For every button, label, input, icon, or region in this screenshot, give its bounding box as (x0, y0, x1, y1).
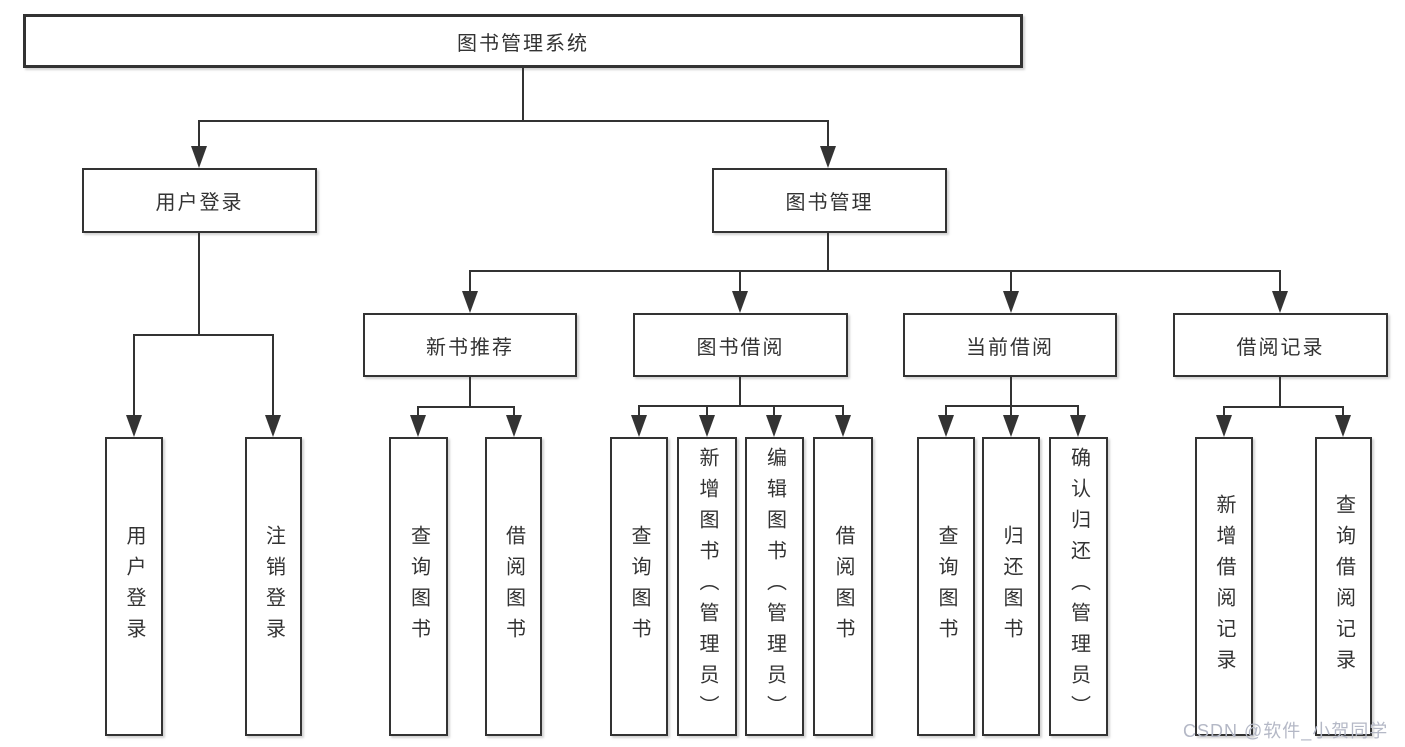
connector-recommend-rail (417, 406, 515, 408)
leaf-confirm-return-admin: 确认归还（管理员） (1049, 437, 1108, 736)
connector-drop (1342, 406, 1344, 416)
connector-drop (469, 270, 471, 292)
leaf-query-books-borrowing: 查询图书 (610, 437, 668, 736)
leaf-label: 查询图书 (407, 524, 430, 649)
connector-drop (773, 405, 775, 416)
connector-drop (842, 405, 844, 416)
connector-drop (1077, 405, 1079, 416)
connector-drop (133, 334, 135, 416)
connector-userlogin-rail (133, 334, 274, 336)
arrowhead-down-icon (1003, 415, 1019, 437)
connector-drop (272, 334, 274, 416)
node-library-management-system: 图书管理系统 (23, 14, 1023, 68)
leaf-query-books-current: 查询图书 (917, 437, 975, 736)
node-current-borrowing: 当前借阅 (903, 313, 1117, 377)
connector-drop (198, 120, 200, 148)
arrowhead-down-icon (410, 415, 426, 437)
connector-root-rail (198, 120, 829, 122)
leaf-label: 借阅图书 (832, 524, 854, 649)
arrowhead-down-icon (766, 415, 782, 437)
leaf-label: 新增借阅记录 (1213, 493, 1235, 680)
arrowhead-down-icon (191, 146, 207, 168)
arrowhead-down-icon (938, 415, 954, 437)
arrowhead-down-icon (462, 291, 478, 313)
connector-borrowing-stem (739, 377, 741, 406)
connector-recommend-stem (469, 377, 471, 407)
connector-drop (827, 120, 829, 148)
leaf-add-books-admin: 新增图书（管理员） (677, 437, 737, 736)
arrowhead-down-icon (1335, 415, 1351, 437)
leaf-add-borrow-record: 新增借阅记录 (1195, 437, 1253, 736)
leaf-logout: 注销登录 (245, 437, 302, 736)
connector-drop (417, 406, 419, 416)
node-new-book-recommendation: 新书推荐 (363, 313, 577, 377)
connector-drop (513, 406, 515, 416)
leaf-query-borrow-record: 查询借阅记录 (1315, 437, 1372, 736)
leaf-label: 查询图书 (935, 524, 957, 649)
connector-borrowing-rail (638, 405, 844, 407)
connector-drop (1010, 270, 1012, 292)
arrowhead-down-icon (1216, 415, 1232, 437)
leaf-borrow-books-recommend: 借阅图书 (485, 437, 542, 736)
arrowhead-down-icon (126, 415, 142, 437)
connector-records-stem (1279, 377, 1281, 407)
csdn-watermark: CSDN @软件_小贺同学 (1183, 721, 1389, 741)
leaf-user-login: 用户登录 (105, 437, 163, 736)
arrowhead-down-icon (265, 415, 281, 437)
connector-current-rail (945, 405, 1079, 407)
arrowhead-down-icon (835, 415, 851, 437)
leaf-label: 归还图书 (1000, 524, 1022, 649)
connector-drop (1223, 406, 1225, 416)
arrowhead-down-icon (1003, 291, 1019, 313)
arrowhead-down-icon (631, 415, 647, 437)
arrowhead-down-icon (732, 291, 748, 313)
connector-drop (638, 405, 640, 416)
arrowhead-down-icon (820, 146, 836, 168)
leaf-label: 查询借阅记录 (1332, 493, 1355, 680)
connector-drop (945, 405, 947, 416)
arrowhead-down-icon (1272, 291, 1288, 313)
connector-drop (1279, 270, 1281, 292)
node-borrowing-records: 借阅记录 (1173, 313, 1388, 377)
connector-bookmgmt-rail (469, 270, 1281, 272)
connector-bookmgmt-stem (827, 233, 829, 271)
leaf-label: 新增图书（管理员） (696, 447, 718, 726)
leaf-edit-books-admin: 编辑图书（管理员） (745, 437, 804, 736)
node-book-borrowing: 图书借阅 (633, 313, 848, 377)
leaf-borrow-books: 借阅图书 (813, 437, 873, 736)
leaf-label: 查询图书 (628, 524, 650, 649)
node-book-management: 图书管理 (712, 168, 947, 233)
connector-drop (706, 405, 708, 416)
leaf-query-books-recommend: 查询图书 (389, 437, 448, 736)
arrowhead-down-icon (506, 415, 522, 437)
connector-drop (1010, 405, 1012, 416)
connector-drop (739, 270, 741, 292)
arrowhead-down-icon (699, 415, 715, 437)
connector-current-stem (1010, 377, 1012, 406)
leaf-return-books: 归还图书 (982, 437, 1040, 736)
leaf-label: 编辑图书（管理员） (763, 447, 786, 726)
leaf-label: 用户登录 (123, 524, 145, 649)
arrowhead-down-icon (1070, 415, 1086, 437)
leaf-label: 注销登录 (262, 524, 285, 649)
node-user-login: 用户登录 (82, 168, 317, 233)
leaf-label: 确认归还（管理员） (1067, 447, 1090, 726)
connector-records-rail (1223, 406, 1344, 408)
connector-root-stem (522, 68, 524, 121)
leaf-label: 借阅图书 (502, 524, 525, 649)
connector-userlogin-stem (198, 233, 200, 335)
